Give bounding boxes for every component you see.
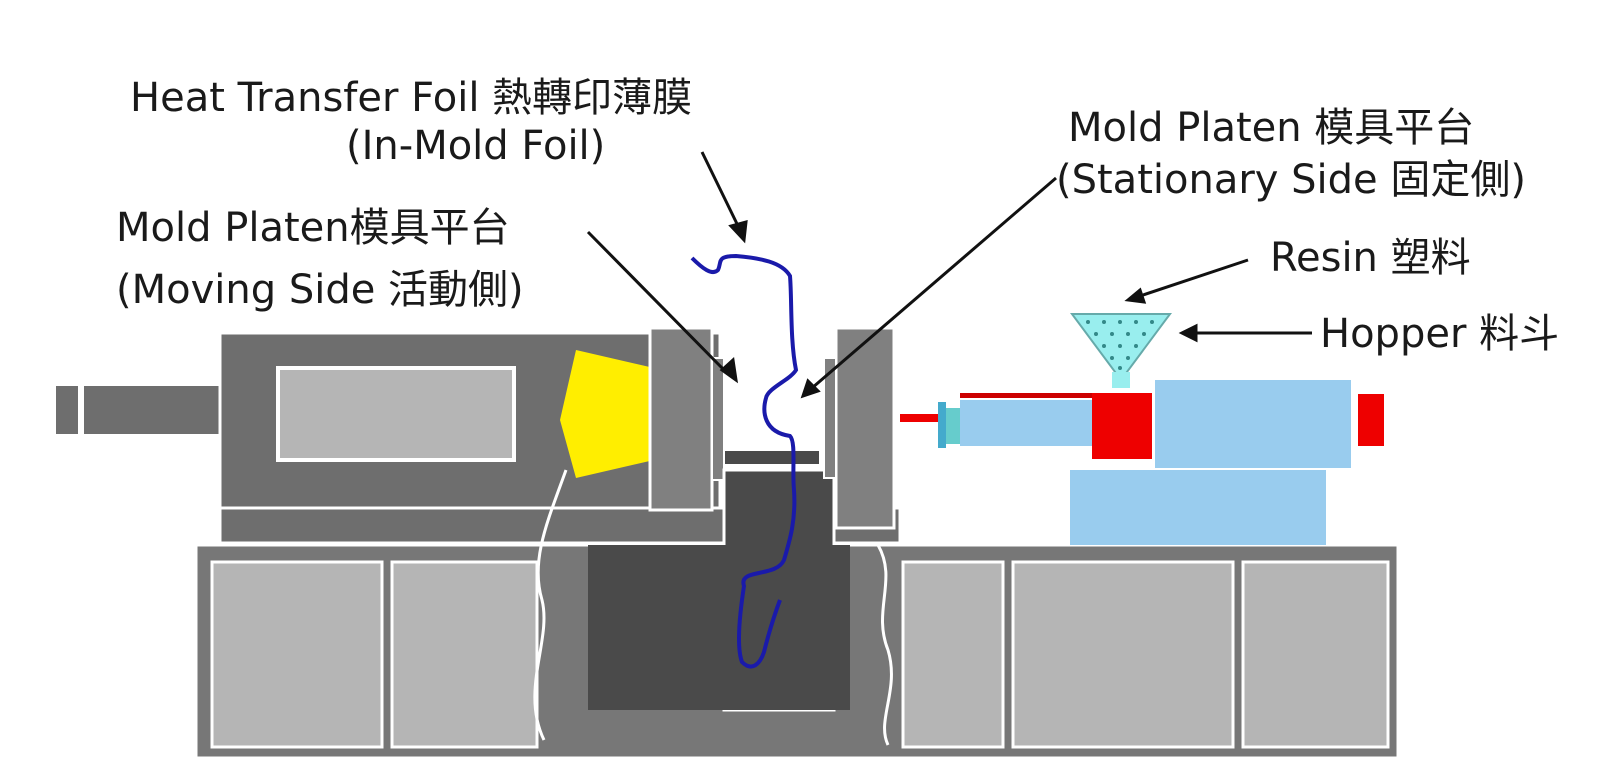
- hopper: [1070, 313, 1172, 388]
- cutaway-line-left: [533, 469, 568, 741]
- resin-label: Resin 塑料: [1270, 235, 1471, 281]
- cutaway-line-right: [876, 544, 893, 746]
- mold-cavity: [588, 449, 850, 712]
- moving-platen: [648, 326, 725, 512]
- moving-platen-label-line1: Mold Platen模具平台: [116, 205, 510, 251]
- moving-platen-label-line2: (Moving Side 活動側): [116, 267, 524, 313]
- foil-label-line2: (In-Mold Foil): [346, 123, 606, 169]
- clamp-toggle-yellow: [560, 350, 654, 478]
- stationary-platen: [823, 326, 896, 530]
- foil-label-line1: Heat Transfer Foil 熱轉印薄膜: [130, 75, 693, 121]
- hopper-label: Hopper 料斗: [1320, 311, 1560, 357]
- injection-unit: [900, 380, 1384, 545]
- heat-transfer-foil: [690, 253, 799, 669]
- pointer-arrows: [586, 151, 1312, 399]
- clamp-rod: [56, 386, 220, 434]
- stationary-platen-label-line2: (Stationary Side 固定側): [1056, 157, 1526, 203]
- stationary-platen-label-line1: Mold Platen 模具平台: [1068, 105, 1475, 151]
